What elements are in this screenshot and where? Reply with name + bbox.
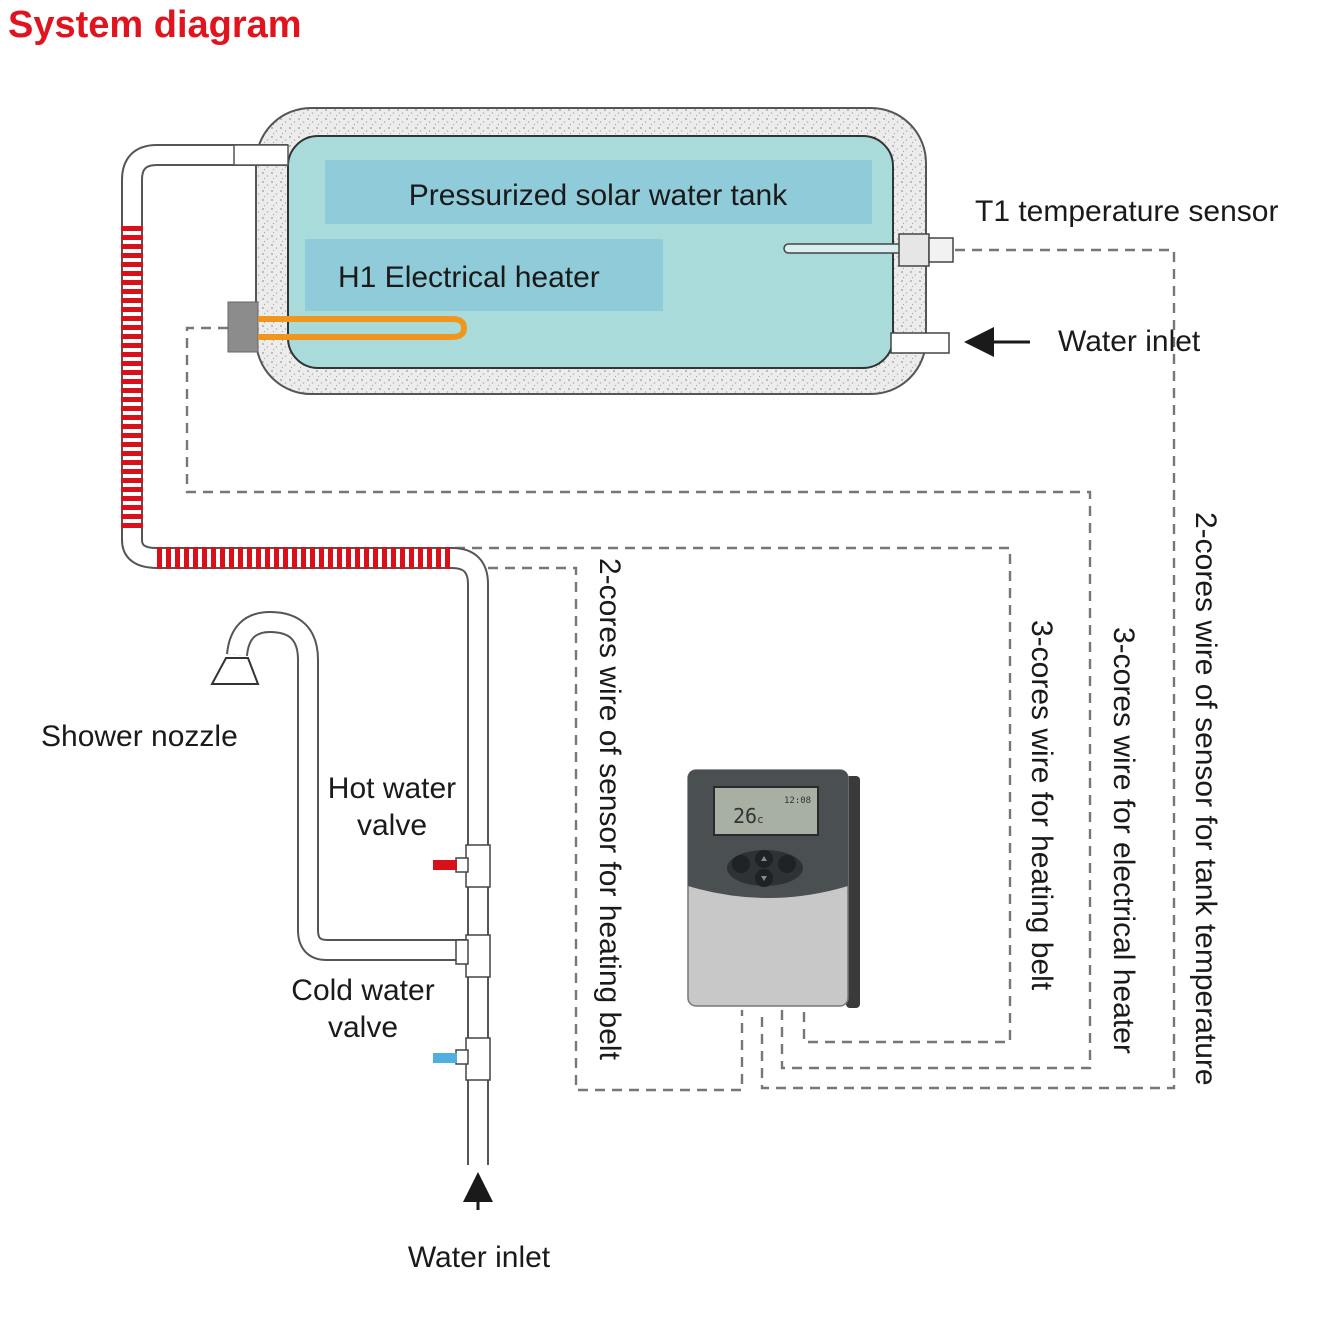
controller-display-time: 12:08 — [784, 796, 811, 806]
shower-pipe — [210, 610, 466, 961]
cold-valve-handle — [433, 1053, 457, 1063]
wiring — [185, 248, 1176, 1092]
shower-nozzle-label: Shower nozzle — [41, 720, 238, 753]
wire-heating-belt-sensor-label: 2-cores wire of sensor for heating belt — [593, 558, 626, 1061]
cold-valve-label-line2: valve — [328, 1011, 398, 1044]
solar-water-tank: Pressurized solar water tank H1 Electric… — [227, 107, 954, 395]
heater-label-box — [305, 239, 663, 311]
controller-button-right — [778, 855, 796, 873]
t1-sensor-connector — [928, 237, 954, 263]
diagram-title: System diagram — [8, 4, 302, 46]
t1-sensor-fitting — [898, 233, 930, 267]
controller-side — [846, 776, 860, 1008]
hot-valve-label-line2: valve — [357, 809, 427, 842]
tank-inlet-label: Water inlet — [1058, 325, 1201, 358]
heater-flange — [227, 301, 259, 353]
wire-electrical-heater — [185, 326, 1092, 1070]
wire-electrical-heater-label: 3-cores wire for electrical heater — [1107, 627, 1140, 1054]
solar-controller: 26 c 12:08 — [687, 769, 860, 1008]
hot-pipe-inner — [123, 146, 487, 1165]
tee-fitting — [465, 934, 491, 978]
hot-valve-handle — [433, 860, 457, 870]
tank-label-box — [325, 160, 872, 224]
hot-valve-body — [465, 844, 491, 888]
hot-water-pipe — [121, 144, 489, 1165]
wire-tank-sensor — [760, 248, 1176, 1090]
cold-valve-label-line1: Cold water — [291, 974, 434, 1007]
hot-valve-stem — [455, 857, 469, 873]
wire-tank-sensor-label: 2-cores wire of sensor for tank temperat… — [1189, 512, 1222, 1086]
t1-sensor-probe — [783, 243, 903, 254]
t1-sensor-label: T1 temperature sensor — [975, 195, 1278, 228]
controller-display-unit: c — [757, 813, 764, 826]
tank-inlet-pipe — [890, 332, 950, 354]
cold-valve-body — [465, 1037, 491, 1081]
controller-lcd-screen — [713, 786, 819, 836]
controller-button-left — [732, 855, 750, 873]
bottom-inlet-label: Water inlet — [408, 1241, 551, 1274]
valve-assembly — [433, 844, 491, 1081]
wire-heating-belt — [455, 546, 1012, 1044]
shower-nozzle-head — [210, 657, 260, 685]
heater-element — [258, 316, 468, 340]
controller-display-temp: 26 — [733, 804, 757, 828]
heater-label: H1 Electrical heater — [338, 261, 600, 294]
cold-valve-stem — [455, 1049, 469, 1065]
outlet-pipe-collar — [233, 144, 289, 166]
wire-heating-belt-sensor — [488, 566, 744, 1092]
hot-valve-label-line1: Hot water — [328, 772, 456, 805]
wire-heating-belt-label: 3-cores wire for heating belt — [1025, 620, 1058, 991]
tank-label: Pressurized solar water tank — [409, 179, 788, 212]
tee-branch — [455, 939, 469, 965]
